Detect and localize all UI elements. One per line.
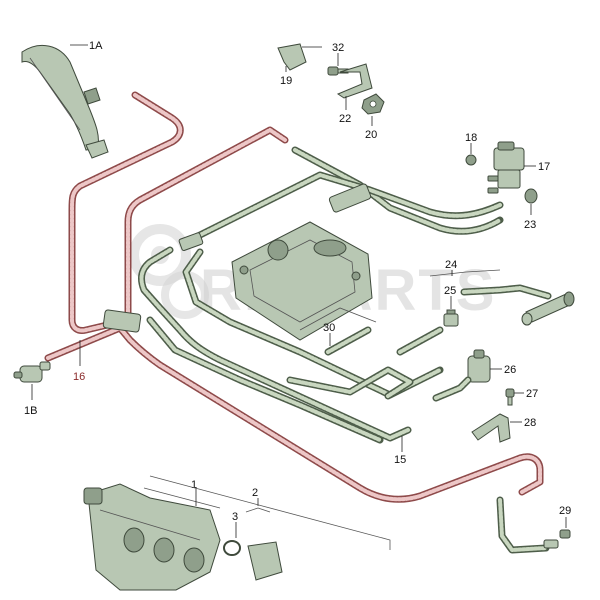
callout-16: 16 — [73, 371, 85, 383]
t-connector[interactable] — [102, 309, 142, 333]
o-ring-3[interactable] — [223, 540, 241, 556]
red-hose-16[interactable] — [44, 91, 544, 503]
callout-15: 15 — [394, 454, 406, 466]
hose-24[interactable] — [460, 284, 575, 326]
callout-24: 24 — [445, 259, 457, 271]
callout-29: 29 — [559, 505, 571, 517]
callout-1B: 1B — [24, 405, 37, 417]
solenoid-valve-17[interactable] — [487, 141, 525, 194]
nut-20[interactable] — [361, 93, 385, 115]
screw-27[interactable] — [505, 388, 515, 406]
callout-1: 1 — [191, 479, 197, 491]
callout-23: 23 — [524, 219, 536, 231]
grommet-18[interactable] — [465, 154, 477, 166]
fitting-29[interactable] — [496, 496, 571, 554]
callout-20: 20 — [365, 129, 377, 141]
bracket-22[interactable] — [336, 63, 373, 99]
callout-18: 18 — [465, 132, 477, 144]
callout-19: 19 — [280, 75, 292, 87]
callout-17: 17 — [538, 161, 550, 173]
callout-25: 25 — [444, 285, 456, 297]
valve-26[interactable] — [432, 349, 491, 402]
callout-26: 26 — [504, 364, 516, 376]
callout-32: 32 — [332, 42, 344, 54]
green-hose-15[interactable] — [138, 146, 504, 444]
bracket-19[interactable] — [277, 43, 307, 71]
intake-pipe-1A[interactable] — [21, 44, 109, 159]
callout-30: 30 — [323, 322, 335, 334]
connector-25[interactable] — [443, 309, 459, 327]
grommet-23[interactable] — [524, 188, 538, 204]
callout-2: 2 — [252, 487, 258, 499]
callout-3: 3 — [232, 511, 238, 523]
hose-junction-upper[interactable] — [178, 183, 372, 251]
hose-segment-30[interactable] — [286, 326, 444, 400]
engine-cover[interactable] — [231, 221, 373, 341]
check-valve-1B[interactable] — [13, 361, 51, 383]
bracket-28[interactable] — [471, 413, 511, 443]
callout-28: 28 — [524, 417, 536, 429]
callout-22: 22 — [339, 113, 351, 125]
intake-manifold-1[interactable] — [83, 483, 221, 591]
throttle-body-2[interactable] — [247, 541, 283, 581]
callout-1A: 1A — [89, 40, 103, 52]
callout-27: 27 — [526, 388, 538, 400]
